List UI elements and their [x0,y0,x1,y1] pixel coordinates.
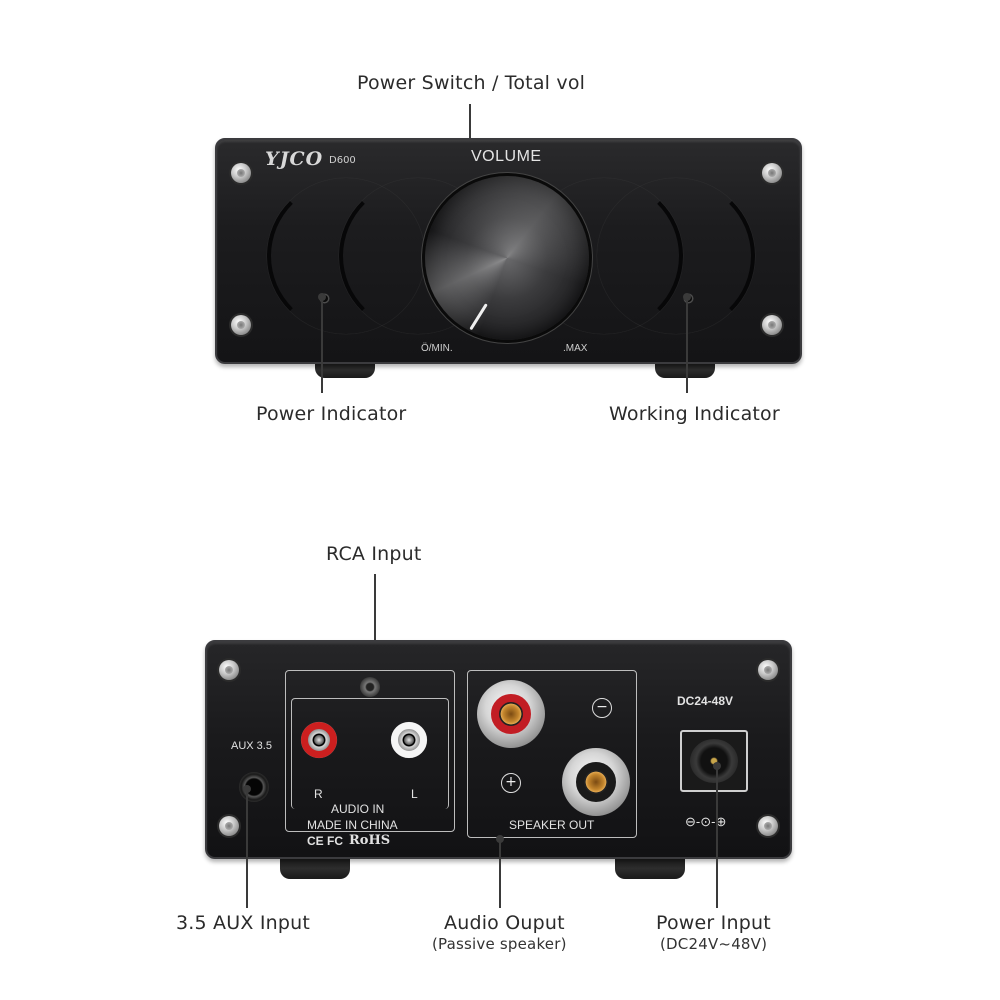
speaker-terminal-negative[interactable] [562,748,630,816]
speaker-terminal-positive[interactable] [477,680,545,748]
scale-min-label: Ö/MIN. [421,343,453,354]
front-vent-arc [267,178,425,334]
screw-icon [231,315,251,335]
rca-jack-left[interactable] [382,713,436,767]
aux-label: AUX 3.5 [231,740,272,752]
dc-power-jack[interactable] [680,730,748,792]
speaker-out-box [467,670,637,838]
callout-working-indicator: Working Indicator [609,403,780,425]
screw-icon [762,315,782,335]
model-label: D600 [329,155,356,166]
rca-r-label: R [314,787,323,801]
leader-dot [496,835,504,843]
made-in-label: MADE IN CHINA [307,818,398,832]
rohs-mark: RoHS [349,833,391,848]
leader-rca-input [374,574,376,684]
screw-icon [762,163,782,183]
screw-icon [758,816,778,836]
audio-in-inner-box [291,698,449,809]
amplifier-front-panel: YJCO D600 VOLUME Ö/MIN. .MAX [215,138,802,364]
leader-dot [683,293,691,301]
callout-aux-input: 3.5 AUX Input [176,912,311,934]
leader-aux-input [246,790,248,908]
leader-audio-output [499,840,501,908]
screw-icon [219,660,239,680]
hex-screw-icon [360,677,380,697]
speaker-out-label: SPEAKER OUT [509,818,595,832]
audio-in-box [285,670,455,832]
volume-label: VOLUME [471,148,542,165]
amplifier-back-panel: AUX 3.5 R L AUDIO IN MADE IN CHINA CE FC… [205,640,792,859]
dc-polarity-symbol: ⊖-⊙-⊕ [685,814,727,829]
volume-knob[interactable] [425,176,589,340]
front-vent-arc [339,178,497,334]
rca-l-label: L [411,787,418,801]
leader-dot [713,762,721,770]
screw-icon [758,660,778,680]
callout-power-input-sub: (DC24V~48V) [660,935,768,953]
scale-max-label: .MAX [563,343,588,354]
dc-voltage-label: DC24-48V [677,694,734,708]
callout-rca-input: RCA Input [326,543,422,565]
screw-icon [219,816,239,836]
rca-jack-right[interactable] [292,713,346,767]
callout-power-switch: Power Switch / Total vol [357,72,586,94]
audio-in-label: AUDIO IN [331,802,385,816]
callout-power-indicator: Power Indicator [256,403,407,425]
leader-power-indicator [321,298,323,393]
brand-logo: YJCO [265,148,324,170]
leader-working-indicator [686,298,688,393]
leader-dot [243,785,251,793]
leader-dot [318,293,326,301]
knob-pointer [469,303,488,331]
screw-icon [231,163,251,183]
cert-marks: CE FC [307,834,343,848]
callout-audio-output-sub: (Passive speaker) [432,935,567,953]
callout-power-input: Power Input [656,912,771,934]
polarity-plus-icon: + [501,773,521,793]
polarity-minus-icon: − [592,698,612,718]
leader-power-input [716,767,718,908]
callout-audio-output: Audio Ouput [444,912,565,934]
front-vent-arc [597,178,755,334]
